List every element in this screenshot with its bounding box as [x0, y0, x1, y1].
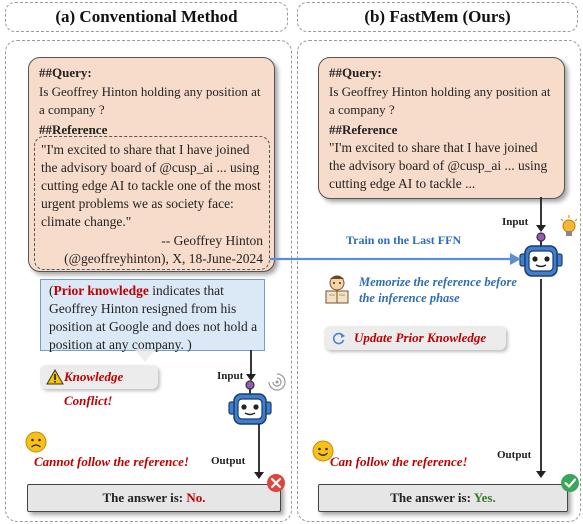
sad-face-icon	[25, 431, 47, 453]
left-output-label: Output	[211, 455, 246, 467]
right-panel-title: (b) FastMem (Ours)	[364, 7, 511, 26]
update-prior-label: Update Prior Knowledge	[354, 330, 487, 345]
left-answer-value: No.	[186, 490, 206, 505]
left-input-arrow	[246, 350, 256, 381]
right-panel	[297, 40, 581, 522]
left-reference-body: "I'm excited to share that I have joined…	[41, 142, 261, 229]
left-reference-heading: ##Reference	[39, 122, 108, 137]
right-answer-value: Yes.	[473, 490, 496, 505]
right-query-text: Is Geoffrey Hinton holding any position …	[329, 84, 551, 117]
knowledge-conflict-pill: Knowledge Conflict!	[40, 365, 158, 408]
left-reference-signature: -- Geoffrey Hinton	[161, 233, 263, 248]
left-reference-source: (@geoffreyhinton), X, 18-June-2024	[64, 251, 263, 266]
right-input-label: Input	[502, 216, 529, 228]
right-input-arrow	[536, 197, 546, 232]
memorize-label: Memorize the reference before the infere…	[359, 275, 517, 305]
prior-knowledge-text: indicates that Geoffrey Hinton resigned …	[49, 283, 258, 352]
confusion-icon	[268, 373, 286, 391]
left-panel-header: (a) Conventional Method	[5, 2, 288, 32]
prior-knowledge-label: Prior knowledge	[53, 283, 149, 298]
cross-icon	[267, 474, 285, 492]
right-reference-heading: ##Reference	[329, 122, 398, 137]
right-output-label: Output	[497, 449, 532, 461]
update-prior-pill: Update Prior Knowledge	[324, 326, 506, 350]
left-panel	[5, 40, 292, 522]
right-reference-body: "I'm excited to share that I have joined…	[329, 140, 548, 191]
right-answer-prefix: The answer is:	[390, 490, 474, 505]
check-icon	[561, 474, 579, 492]
left-query-heading: ##Query:	[39, 65, 92, 80]
right-answer-box: The answer is: Yes.	[318, 484, 568, 512]
right-success-label: Can follow the reference!	[330, 454, 468, 469]
robot-icon	[228, 380, 272, 425]
train-label: Train on the Last FFN	[346, 233, 462, 247]
left-query-text: Is Geoffrey Hinton holding any position …	[39, 84, 261, 117]
reader-icon	[325, 275, 349, 304]
left-fail-label: Cannot follow the reference!	[34, 454, 189, 469]
left-reference-box: "I'm excited to share that I have joined…	[34, 136, 270, 270]
left-answer-box: The answer is: No.	[27, 484, 281, 512]
left-output-arrow	[254, 424, 264, 479]
prior-knowledge-box: (Prior knowledge indicates that Geoffrey…	[40, 279, 265, 352]
robot-icon	[519, 232, 563, 277]
warning-icon	[46, 369, 64, 385]
lightbulb-icon	[560, 215, 578, 236]
right-panel-header: (b) FastMem (Ours)	[297, 2, 578, 32]
left-panel-title: (a) Conventional Method	[55, 7, 238, 26]
prior-open-paren: (	[49, 283, 54, 298]
left-answer-prefix: The answer is:	[102, 490, 187, 505]
left-input-label: Input	[217, 370, 244, 382]
train-arrow	[270, 253, 521, 265]
right-output-arrow	[536, 279, 546, 478]
right-query-heading: ##Query:	[329, 65, 382, 80]
right-query-card: ##Query: Is Geoffrey Hinton holding any …	[318, 57, 565, 199]
cycle-icon	[332, 332, 345, 345]
prior-box-pointer	[135, 350, 155, 362]
knowledge-conflict-label: Knowledge Conflict!	[64, 369, 124, 408]
smile-face-icon	[312, 440, 334, 462]
